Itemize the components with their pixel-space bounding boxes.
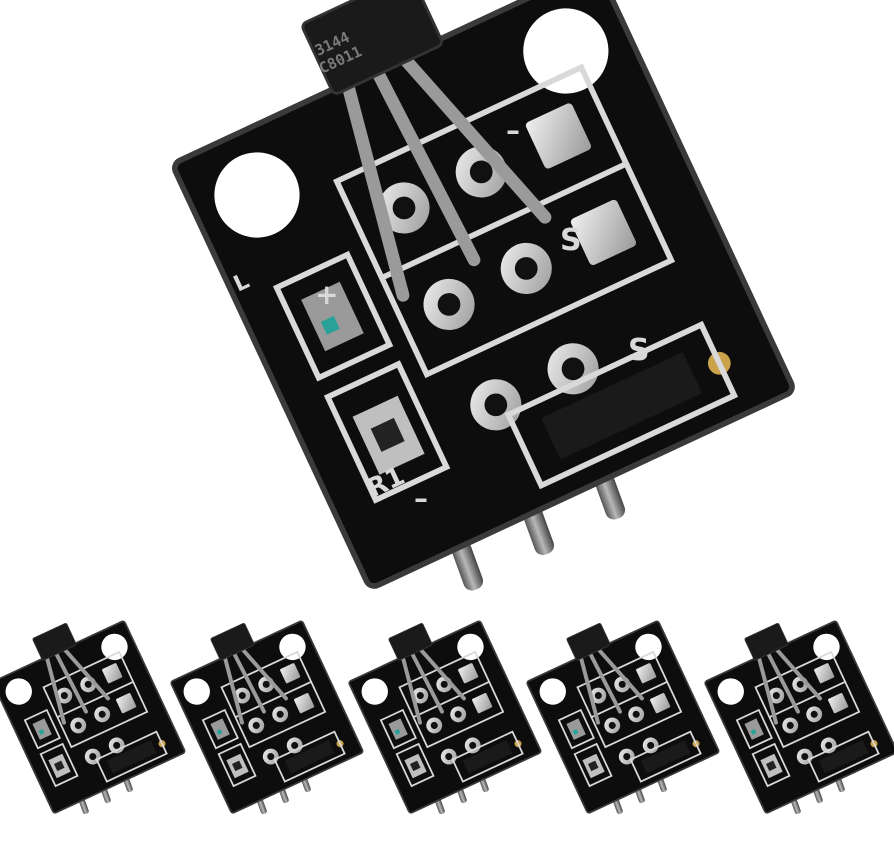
hall-sensor-module-main [172, 0, 795, 593]
small-modules-row [0, 618, 894, 817]
hall-sensor-module-small-3 [346, 618, 544, 817]
hall-sensor-module-small-4 [524, 618, 722, 817]
silk-minus-bottom: – [414, 482, 428, 515]
silk-signal-top: S [560, 223, 582, 258]
hall-sensor-module-small-1 [0, 618, 188, 817]
silk-plus: + [315, 278, 338, 311]
hall-sensor-module-small-2 [168, 618, 366, 817]
hall-sensor-module-small-5 [702, 618, 894, 817]
silk-minus-top: – [506, 114, 520, 147]
silk-signal-right: S [628, 333, 650, 368]
